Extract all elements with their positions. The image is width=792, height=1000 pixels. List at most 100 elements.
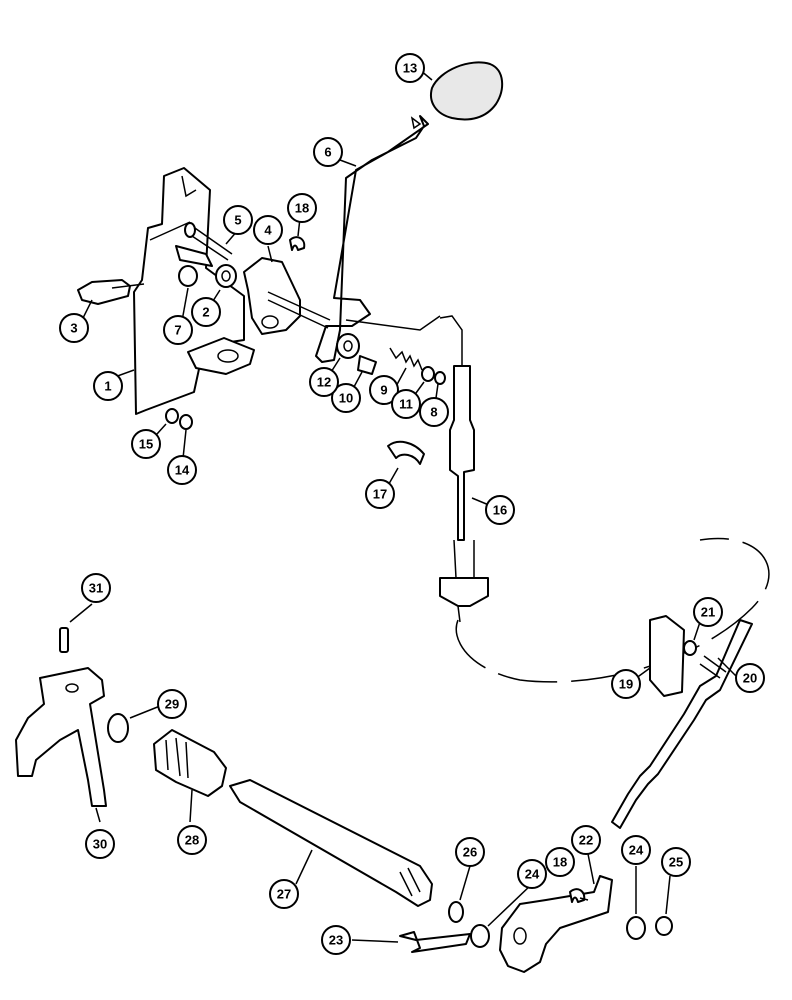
part-spring <box>389 347 423 371</box>
part-switch <box>77 279 131 305</box>
part-knob <box>430 61 504 121</box>
callout-1: 1 <box>93 371 123 401</box>
callout-29: 29 <box>157 689 187 719</box>
callout-28: 28 <box>177 825 207 855</box>
callout-17: 17 <box>365 479 395 509</box>
part-bracket <box>243 257 301 335</box>
callout-label: 26 <box>463 845 477 860</box>
callout-19: 19 <box>611 669 641 699</box>
callout-label: 28 <box>185 833 199 848</box>
callout-label: 18 <box>295 201 309 216</box>
callout-8: 8 <box>419 397 449 427</box>
callout-18-top: 18 <box>287 193 317 223</box>
part-roll-pin <box>59 627 69 653</box>
callout-label: 5 <box>234 213 241 228</box>
callout-label: 4 <box>264 223 272 238</box>
part-washer-24a <box>470 924 490 948</box>
callout-label: 14 <box>175 463 190 478</box>
part-bolt <box>399 931 471 953</box>
callout-24b: 24 <box>621 835 651 865</box>
callout-13: 13 <box>395 53 425 83</box>
callout-6: 6 <box>313 137 343 167</box>
part-circlip <box>448 901 464 923</box>
part-clip-7 <box>178 265 198 287</box>
callout-label: 23 <box>329 933 343 948</box>
callout-label: 13 <box>403 61 417 76</box>
callout-18-bottom: 18 <box>545 847 575 877</box>
part-washer-15 <box>165 408 179 424</box>
callout-label: 10 <box>339 391 353 406</box>
callout-label: 21 <box>701 605 715 620</box>
callout-7: 7 <box>163 315 193 345</box>
callout-14: 14 <box>167 455 197 485</box>
callout-25: 25 <box>661 847 691 877</box>
callout-label: 16 <box>493 503 507 518</box>
part-clip-10 <box>357 355 377 375</box>
part-cable-end <box>611 619 753 829</box>
callout-label: 22 <box>579 833 593 848</box>
part-gear-lever <box>315 115 429 363</box>
callout-12: 12 <box>309 367 339 397</box>
callout-5: 5 <box>223 205 253 235</box>
callout-label: 31 <box>89 581 103 596</box>
callout-20: 20 <box>735 663 765 693</box>
callout-10: 10 <box>331 383 361 413</box>
part-coupling <box>153 729 227 797</box>
callout-label: 25 <box>669 855 683 870</box>
callout-label: 30 <box>93 837 107 852</box>
callout-30: 30 <box>85 829 115 859</box>
callout-label: 6 <box>324 145 331 160</box>
part-washer-11 <box>421 366 435 382</box>
callout-31: 31 <box>81 573 111 603</box>
callout-26: 26 <box>455 837 485 867</box>
part-shaft <box>229 779 433 907</box>
part-clip-18-top <box>289 236 306 251</box>
callout-label: 29 <box>165 697 179 712</box>
callout-label: 19 <box>619 677 633 692</box>
callout-label: 11 <box>399 397 413 412</box>
callout-label: 24 <box>629 843 644 858</box>
part-washer-2 <box>215 264 237 288</box>
callout-9: 9 <box>369 375 399 405</box>
part-washer-12 <box>336 333 360 359</box>
callout-4: 4 <box>253 215 283 245</box>
part-nut-8 <box>434 371 446 385</box>
callout-label: 17 <box>373 487 387 502</box>
callout-label: 8 <box>430 405 437 420</box>
callout-label: 24 <box>525 867 540 882</box>
callout-label: 9 <box>380 383 387 398</box>
callout-24a: 24 <box>517 859 547 889</box>
callout-11: 11 <box>391 389 421 419</box>
callout-label: 2 <box>202 305 209 320</box>
part-washer-24b <box>626 916 646 940</box>
part-nut-25 <box>655 916 673 936</box>
part-nut-14 <box>179 414 193 430</box>
part-mounting-plate <box>133 167 245 415</box>
callout-label: 20 <box>743 671 757 686</box>
part-cable-assembly <box>449 365 475 541</box>
callout-16: 16 <box>485 495 515 525</box>
part-shift-fork <box>15 667 107 807</box>
callout-label: 3 <box>70 321 77 336</box>
callout-23: 23 <box>321 925 351 955</box>
callout-label: 12 <box>317 375 331 390</box>
callout-label: 1 <box>104 379 111 394</box>
part-cable-bracket <box>649 615 685 697</box>
callout-label: 27 <box>277 887 291 902</box>
part-selector-lever <box>499 875 613 973</box>
callout-label: 7 <box>174 323 181 338</box>
callout-27: 27 <box>269 879 299 909</box>
callout-label: 15 <box>139 437 153 452</box>
callout-2: 2 <box>191 297 221 327</box>
callout-3: 3 <box>59 313 89 343</box>
callout-label: 18 <box>553 855 567 870</box>
callout-22: 22 <box>571 825 601 855</box>
part-snap-ring <box>107 713 129 743</box>
part-clip-17 <box>387 440 425 465</box>
callout-15: 15 <box>131 429 161 459</box>
callouts: 1 2 3 4 5 6 7 8 9 10 11 12 13 14 15 16 1… <box>59 53 765 955</box>
part-clip-18-bottom <box>569 888 586 903</box>
callout-21: 21 <box>693 597 723 627</box>
